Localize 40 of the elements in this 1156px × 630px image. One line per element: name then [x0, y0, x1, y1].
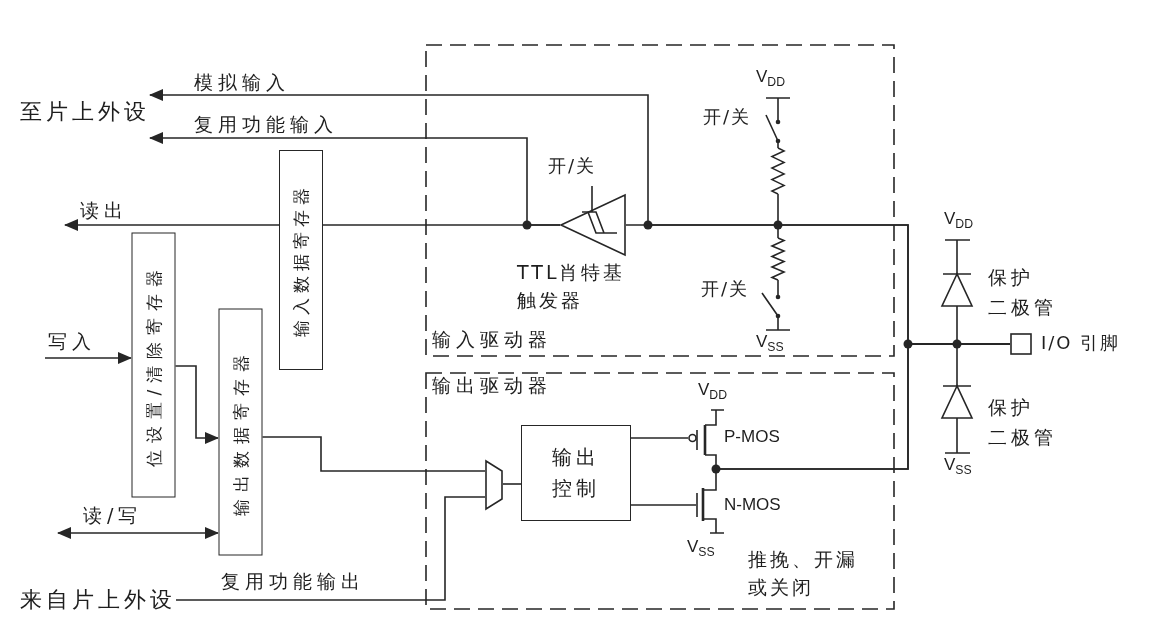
dashed-region [425, 44, 895, 357]
pin-label: I/O 引脚 [1041, 333, 1121, 353]
multiplexer [485, 460, 503, 510]
supply-label: V$_{DD}$ [944, 210, 973, 229]
signal-line [261, 436, 486, 472]
component-label: 保护二极管 [988, 395, 1058, 450]
region-label: 输出驱动器 [432, 375, 552, 396]
signal-line [502, 483, 522, 485]
peripheral-label: 来自片上外设 [20, 585, 176, 615]
register-block: 输入数据寄存器 [279, 150, 323, 370]
supply-label: V$_{DD}$ [756, 68, 785, 87]
supply-label: V$_{DD}$ [698, 381, 727, 400]
component-label: N-MOS [724, 496, 781, 515]
signal-arrow [174, 365, 219, 444]
register-block: 位设置/清除寄存器 [131, 232, 175, 497]
control-block: 输出控制 [521, 425, 631, 521]
signal-line [630, 504, 697, 506]
p-mos-transistor [688, 409, 725, 458]
switch-label: 开/关 [703, 107, 752, 127]
dashed-region [425, 372, 895, 610]
component-label: TTL肖特基触发器 [517, 260, 627, 313]
component-label: 保护二极管 [988, 265, 1058, 320]
peripheral-label: 至片上外设 [20, 84, 150, 140]
switch-label: 开/关 [548, 156, 597, 176]
register-block: 输出数据寄存器 [218, 308, 262, 555]
signal-line [175, 496, 486, 601]
n-mos-transistor [696, 480, 725, 534]
signal-arrow [64, 219, 280, 231]
supply-label: V$_{SS}$ [944, 456, 972, 475]
signal-line [630, 437, 689, 439]
switch-label: 开/关 [701, 279, 750, 299]
component-label: P-MOS [724, 428, 780, 447]
region-label: 输入驱动器 [432, 329, 552, 350]
schmitt-trigger [560, 185, 626, 256]
signal-line [322, 224, 561, 226]
signal-arrow [44, 352, 132, 364]
pin-terminal [1010, 333, 1032, 355]
mode-note: 推挽、开漏或关闭 [748, 547, 859, 600]
supply-label: V$_{SS}$ [687, 538, 715, 557]
signal-arrow [57, 527, 219, 539]
